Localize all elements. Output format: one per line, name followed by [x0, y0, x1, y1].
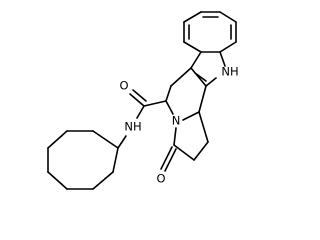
bond [183, 41, 202, 53]
bond [193, 141, 209, 161]
bond [132, 89, 147, 102]
molecule-svg: NH O N NH O [47, 11, 239, 190]
bond [47, 130, 68, 149]
bond [117, 135, 127, 149]
bond [182, 111, 200, 121]
bond [47, 171, 68, 190]
bond [129, 93, 145, 107]
amide-nh-label: NH [124, 120, 141, 134]
bond [143, 100, 167, 107]
bond [136, 105, 145, 119]
lactam-ring [160, 111, 209, 172]
bond [160, 146, 173, 170]
bond [183, 11, 202, 23]
bond [164, 148, 177, 172]
bond [198, 111, 209, 143]
benzene-ring [183, 11, 237, 53]
lactam-o-label: O [156, 172, 165, 186]
ring-n-label: N [172, 114, 181, 128]
bond [190, 67, 207, 87]
amide-o-label: O [119, 79, 128, 93]
bond [173, 127, 177, 146]
bond [219, 41, 237, 53]
bond [219, 11, 237, 23]
indole-nh-label: NH [221, 65, 238, 79]
bond [92, 171, 114, 190]
pyrido-ring [165, 67, 207, 121]
bond [205, 77, 217, 87]
bond [190, 51, 202, 69]
bond [198, 85, 207, 113]
bond [165, 100, 174, 115]
pyrrole-ring [190, 51, 226, 87]
bond [219, 51, 226, 67]
bond [92, 130, 119, 149]
bond [173, 144, 195, 161]
bond [170, 67, 192, 87]
bond [112, 147, 119, 173]
carboxamide [117, 89, 167, 149]
bond [194, 72, 207, 82]
cyclooctyl-ring [47, 130, 119, 190]
bond [165, 85, 172, 102]
structure-canvas: NH O N NH O [47, 11, 239, 190]
